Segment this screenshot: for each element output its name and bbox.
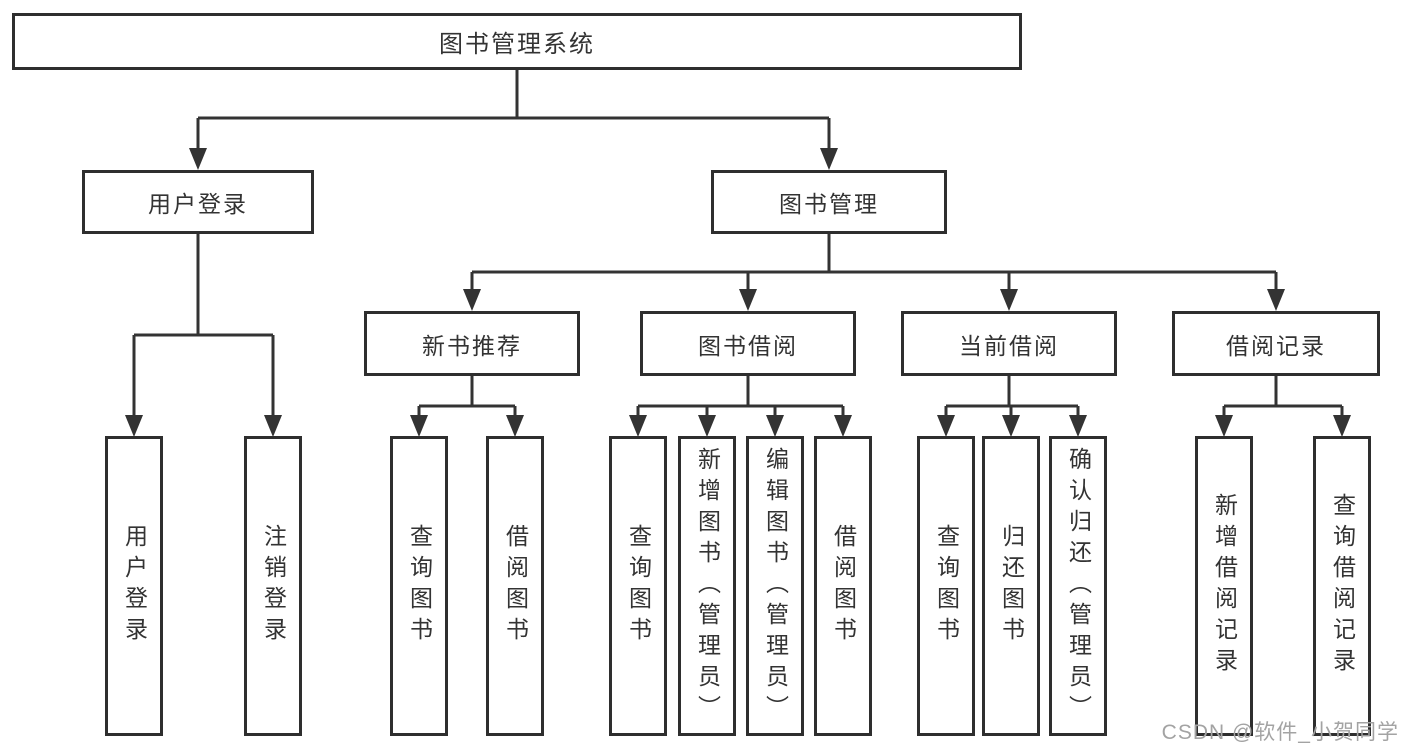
csdn-watermark: CSDN @软件_小贺同学	[1161, 721, 1399, 744]
leaf-records-add-borrow-record: 新增借阅记录	[1195, 436, 1253, 736]
leaf-recommend-borrow-books: 借阅图书	[486, 436, 544, 736]
leaf-user-login: 用户登录	[105, 436, 163, 736]
leaf-borrowing-edit-books-admin: 编辑图书（管理员）	[746, 436, 804, 736]
leaf-records-query-borrow-record: 查询借阅记录	[1313, 436, 1371, 736]
node-book-management: 图书管理	[711, 170, 947, 234]
leaf-label: 新增借阅记录	[1211, 493, 1238, 679]
leaf-label: 查询图书	[625, 524, 652, 648]
leaf-borrowing-add-books-admin: 新增图书（管理员）	[678, 436, 736, 736]
node-label: 图书管理系统	[439, 31, 595, 58]
leaf-current-query-books: 查询图书	[917, 436, 975, 736]
node-borrowing-records: 借阅记录	[1172, 311, 1380, 376]
leaf-label: 查询图书	[406, 524, 433, 648]
node-label: 新书推荐	[422, 332, 522, 359]
node-label: 图书管理	[779, 191, 879, 217]
leaf-label: 新增图书（管理员）	[694, 446, 721, 726]
leaf-recommend-query-books: 查询图书	[390, 436, 448, 736]
node-label: 借阅记录	[1226, 332, 1326, 359]
leaf-logout: 注销登录	[244, 436, 302, 736]
leaf-label: 借阅图书	[502, 524, 529, 648]
leaf-label: 借阅图书	[830, 524, 857, 648]
connector-path	[132, 69, 1344, 421]
node-book-borrowing: 图书借阅	[640, 311, 856, 376]
leaf-label: 注销登录	[260, 524, 287, 648]
leaf-label: 确认归还（管理员）	[1065, 446, 1092, 726]
node-library-management-system: 图书管理系统	[12, 13, 1022, 70]
leaf-label: 归还图书	[998, 524, 1025, 648]
node-current-borrowing: 当前借阅	[901, 311, 1117, 376]
leaf-borrowing-borrow-books: 借阅图书	[814, 436, 872, 736]
leaf-label: 编辑图书（管理员）	[762, 446, 789, 726]
leaf-label: 用户登录	[121, 524, 148, 648]
leaf-borrowing-query-books: 查询图书	[609, 436, 667, 736]
node-label: 用户登录	[148, 191, 248, 217]
node-new-book-recommendation: 新书推荐	[364, 311, 580, 376]
node-label: 当前借阅	[959, 332, 1059, 359]
node-user-login: 用户登录	[82, 170, 314, 234]
leaf-label: 查询借阅记录	[1329, 493, 1356, 679]
node-label: 图书借阅	[698, 332, 798, 359]
leaf-label: 查询图书	[933, 524, 960, 648]
leaf-current-confirm-return-admin: 确认归还（管理员）	[1049, 436, 1107, 736]
leaf-current-return-books: 归还图书	[982, 436, 1040, 736]
